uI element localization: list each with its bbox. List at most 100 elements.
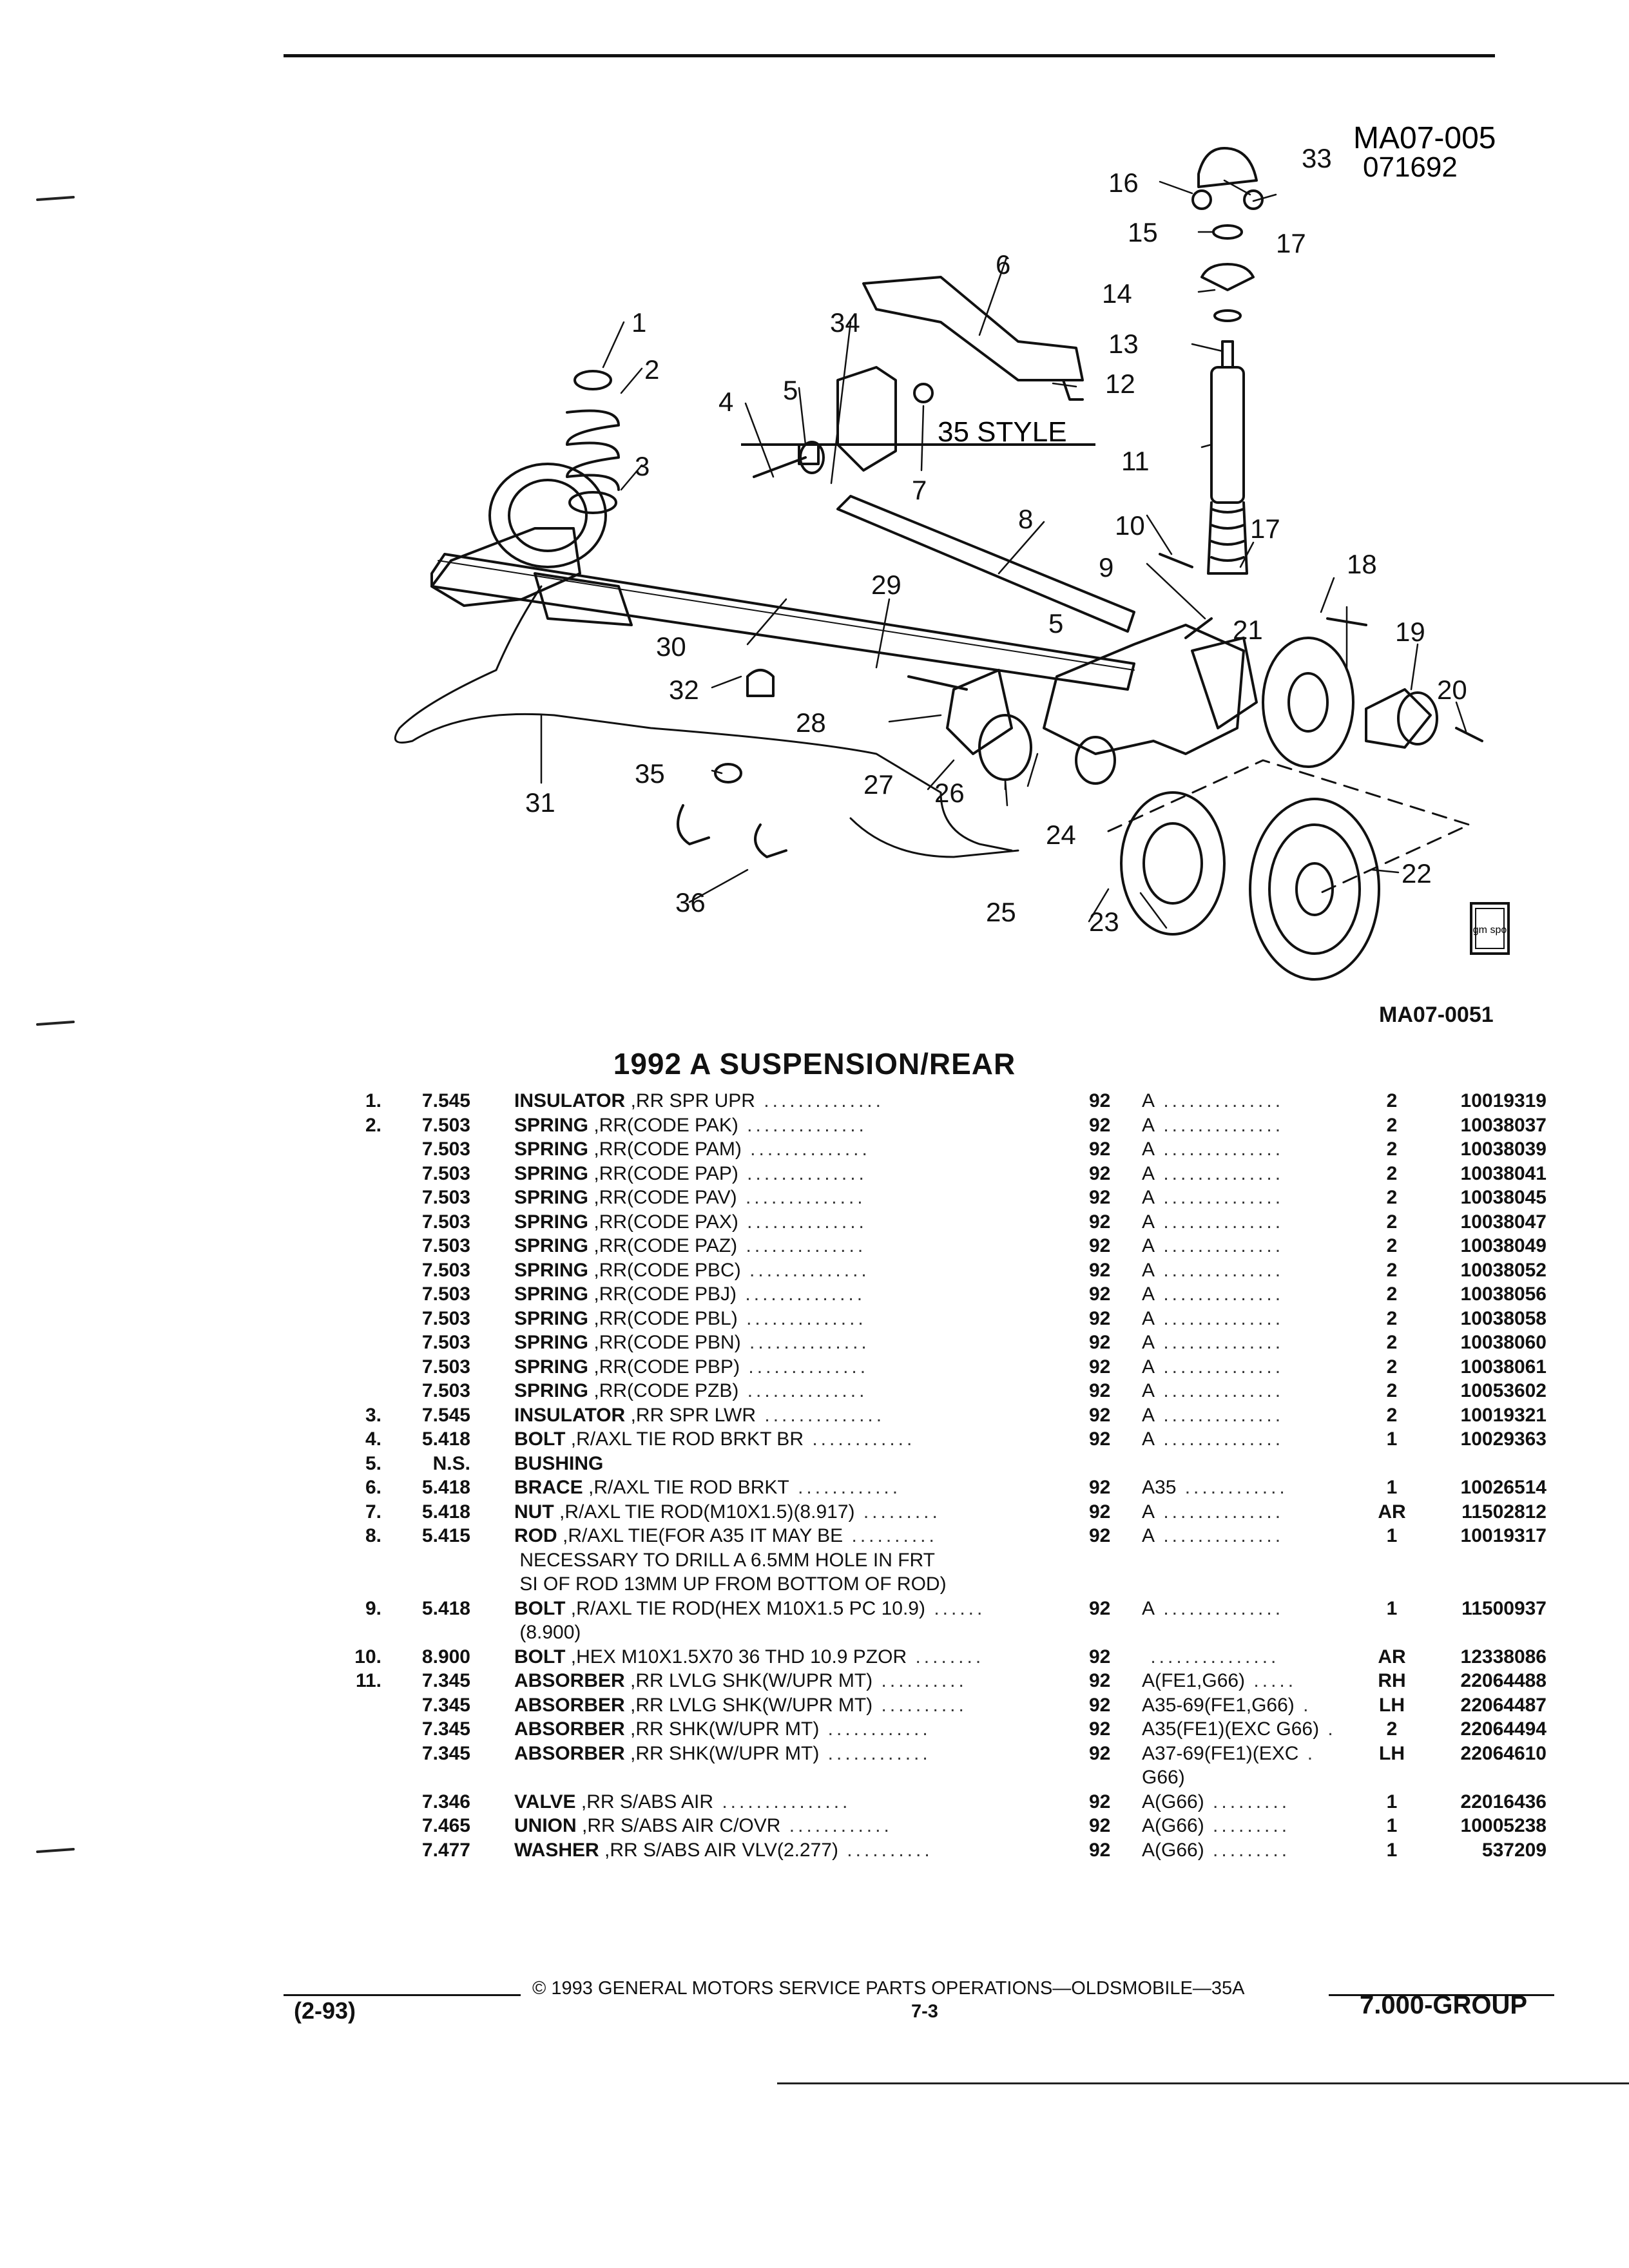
item-number: 5. (365, 1452, 381, 1474)
part-description: INSULATOR ,RR SPR LWR .............. (514, 1404, 885, 1426)
callout: 6 (996, 249, 1010, 280)
part-name: SPRING (514, 1332, 589, 1353)
model-year: 92 (1089, 1259, 1111, 1281)
callout: 8 (1018, 504, 1033, 534)
part-number: 10038060 (1460, 1332, 1547, 1353)
part-name: SPRING (514, 1307, 589, 1329)
part-description: SPRING ,RR(CODE PBL) .............. (514, 1307, 867, 1329)
part-number: 537209 (1481, 1839, 1547, 1861)
quantity: 2 (1386, 1235, 1398, 1256)
application: A37-69(FE1)(EXC . (1142, 1742, 1316, 1764)
group-code: 7.465 (421, 1815, 470, 1836)
part-detail: ,RR(CODE PBN) (593, 1332, 741, 1353)
left-drum (488, 463, 607, 568)
part-number: 22064610 (1460, 1742, 1547, 1764)
pivot-bushing (978, 714, 1032, 781)
part-name: SPRING (514, 1162, 589, 1184)
group-code: 7.503 (421, 1356, 470, 1378)
quantity: 2 (1386, 1139, 1398, 1160)
callout: 2 (644, 354, 659, 385)
quantity: 2 (1386, 1211, 1398, 1233)
application: A .............. (1142, 1525, 1284, 1546)
part-description: BRACE ,R/AXL TIE ROD BRKT ............ (514, 1477, 901, 1498)
group-code: 5.418 (421, 1477, 470, 1498)
application: A .............. (1142, 1090, 1284, 1111)
model-year: 92 (1089, 1815, 1111, 1836)
part-number: 22064494 (1460, 1718, 1547, 1740)
top-rule (284, 54, 1495, 57)
application: A .............. (1142, 1283, 1284, 1305)
parts-row: G66) (348, 1765, 1547, 1790)
callout: 10 (1115, 510, 1145, 541)
quantity: 1 (1386, 1791, 1398, 1812)
part-description: BOLT ,R/AXL TIE ROD BRKT BR ............ (514, 1428, 916, 1450)
application: A .............. (1142, 1162, 1284, 1184)
brake-drum (1120, 791, 1226, 936)
part-description: BOLT ,R/AXL TIE ROD(HEX M10X1.5 PC 10.9)… (514, 1597, 986, 1619)
group-code: 8.900 (421, 1646, 470, 1667)
callout: 12 (1105, 369, 1135, 399)
item-number: 9. (365, 1597, 381, 1619)
quantity: AR (1378, 1501, 1406, 1523)
quantity: 1 (1386, 1815, 1398, 1836)
part-name: SPRING (514, 1187, 589, 1208)
application: G66) (1142, 1767, 1185, 1788)
svg-text:gm spo: gm spo (1473, 925, 1507, 936)
part-detail: ,R/AXL TIE(FOR A35 IT MAY BE (563, 1525, 843, 1546)
group-code: 5.418 (421, 1597, 470, 1619)
group-code: 7.345 (421, 1742, 470, 1764)
quantity: 2 (1386, 1332, 1398, 1353)
part-description: SPRING ,RR(CODE PAV) .............. (514, 1187, 866, 1208)
model-year: 92 (1089, 1694, 1111, 1716)
part-detail: ,RR LVLG SHK(W/UPR MT) (630, 1670, 873, 1691)
group-code: 7.503 (421, 1307, 470, 1329)
part-description: INSULATOR ,RR SPR UPR .............. (514, 1090, 884, 1111)
item-number: 7. (365, 1501, 381, 1523)
lower-insulator (568, 491, 617, 514)
model-year: 92 (1089, 1646, 1111, 1667)
model-year: 92 (1089, 1670, 1111, 1691)
quantity: 1 (1386, 1477, 1398, 1498)
group-label: 7.000-GROUP (1360, 1991, 1528, 2019)
bottom-rule (777, 2082, 1629, 2084)
group-code: 7.503 (421, 1283, 470, 1305)
part-description: BUSHING (514, 1452, 1384, 1476)
quantity: 2 (1386, 1162, 1398, 1184)
callout: 27 (863, 769, 894, 800)
part-detail: ,RR(CODE PBC) (593, 1259, 741, 1281)
callout-labels: 1 2 3 4 5 5 6 7 8 9 10 11 12 13 14 15 16… (525, 143, 1467, 937)
part-description: SPRING ,RR(CODE PAM) .............. (514, 1139, 871, 1160)
part-name: BOLT (514, 1597, 566, 1619)
part-detail: ,RR SPR LWR (630, 1404, 757, 1426)
part-number: 10026514 (1460, 1477, 1547, 1498)
part-description: WASHER ,RR S/ABS AIR VLV(2.277) ........… (514, 1839, 933, 1861)
group-code: 7.503 (421, 1259, 470, 1281)
model-year: 92 (1089, 1114, 1111, 1136)
part-number: 10053602 (1460, 1380, 1547, 1401)
part-detail: ,RR S/ABS AIR C/OVR (582, 1815, 781, 1836)
callout: 15 (1128, 217, 1158, 247)
part-name: ABSORBER (514, 1694, 625, 1716)
section-title: 1992 A SUSPENSION/REAR (613, 1047, 1016, 1081)
tie-rod-brace (862, 276, 1084, 381)
item-number: 3. (365, 1404, 381, 1426)
model-year: 92 (1089, 1501, 1111, 1523)
part-number: 10019319 (1460, 1090, 1547, 1111)
part-name: BOLT (514, 1428, 566, 1450)
backing-plate (1262, 637, 1354, 768)
part-detail: ,R/AXL TIE ROD(HEX M10X1.5 PC 10.9) (570, 1597, 925, 1619)
callout: 29 (871, 570, 901, 600)
upper-insulator (574, 370, 612, 390)
quantity: 2 (1386, 1404, 1398, 1426)
application: A .............. (1142, 1356, 1284, 1378)
part-detail: (8.900) (519, 1622, 581, 1643)
model-year: 92 (1089, 1597, 1111, 1619)
part-name: ABSORBER (514, 1670, 625, 1691)
part-detail: ,RR(CODE PAK) (593, 1114, 738, 1136)
part-description: SPRING ,RR(CODE PAK) .............. (514, 1114, 867, 1136)
